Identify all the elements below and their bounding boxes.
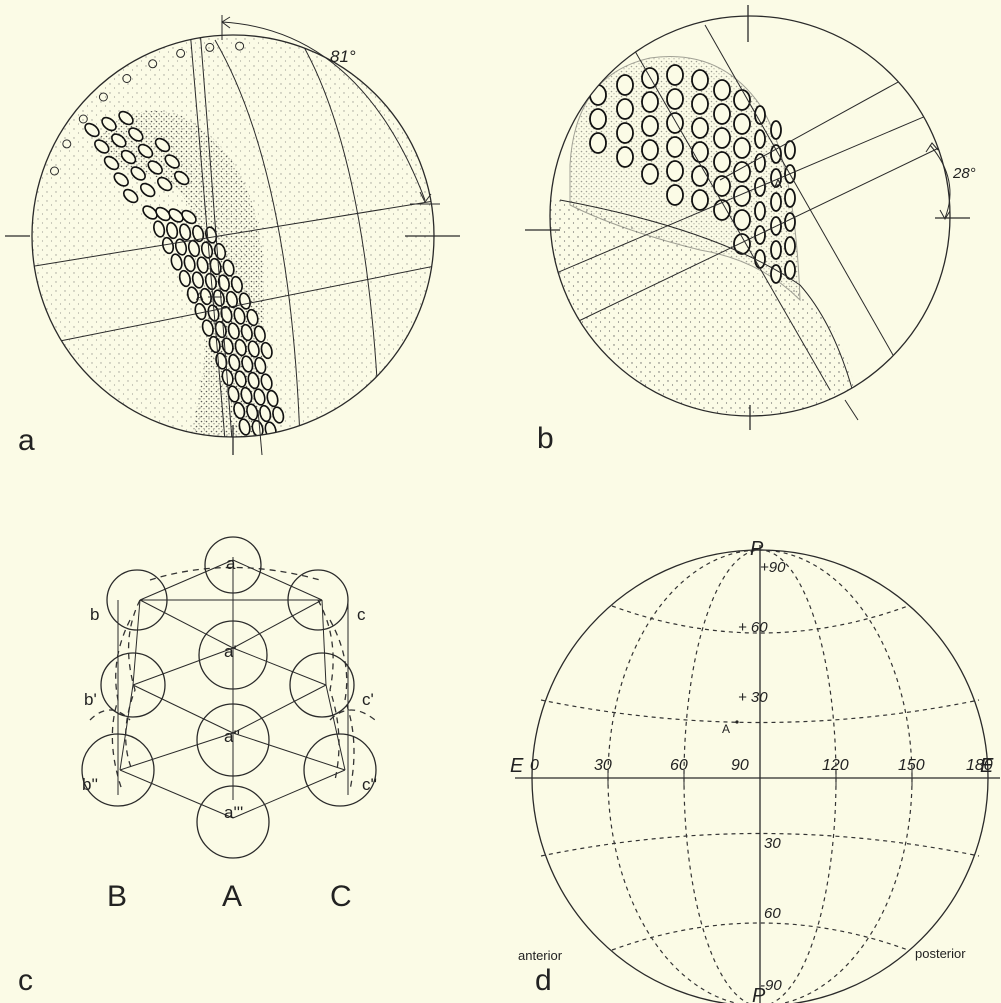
lattice-edge xyxy=(233,770,345,818)
lattice-edge xyxy=(133,685,233,733)
pore xyxy=(714,152,730,172)
point-a-marker xyxy=(735,720,738,723)
pore xyxy=(785,213,795,231)
panel-letter-d: d xyxy=(535,964,552,997)
pore xyxy=(642,116,658,136)
top-value-label: +90 xyxy=(760,559,786,576)
point-label-a: A xyxy=(196,291,204,303)
lattice-edge xyxy=(233,560,322,600)
pore xyxy=(590,133,606,153)
pore xyxy=(617,147,633,167)
row-label-A: A xyxy=(222,880,242,913)
node-b0: b xyxy=(90,605,99,624)
lon-tick-label: 30 xyxy=(594,757,612,774)
pore xyxy=(755,226,765,244)
pore xyxy=(692,94,708,114)
cell-circle xyxy=(290,653,354,717)
panel-letter-b: b xyxy=(537,422,554,455)
panel-a: 81° A a xyxy=(5,15,460,457)
lat-label-plus30: + 30 xyxy=(738,689,768,706)
angle-label-b: 28° xyxy=(952,165,976,182)
pore xyxy=(734,138,750,158)
bottom-value-label: -90 xyxy=(760,977,782,994)
pore xyxy=(755,202,765,220)
lon-tick-label: 150 xyxy=(898,757,925,774)
pore xyxy=(667,65,683,85)
panel-letter-c: c xyxy=(18,964,33,997)
pole-top-label: P xyxy=(750,538,764,560)
lattice-edge xyxy=(233,733,345,770)
node-a0: a xyxy=(226,554,236,573)
node-c0: c xyxy=(357,605,366,624)
lattice-edge xyxy=(120,685,133,770)
lattice-edge xyxy=(133,648,233,685)
lat-label-plus60: + 60 xyxy=(738,619,768,636)
pore xyxy=(667,161,683,181)
pore xyxy=(755,250,765,268)
panel-d: 0306090120150180 P +90 P -90 E E + 60 + … xyxy=(510,538,1000,1003)
pore xyxy=(642,92,658,112)
angle-label-a: 81° xyxy=(330,47,356,66)
lon-tick-label: 60 xyxy=(670,757,688,774)
lon-tick-label: 120 xyxy=(822,757,849,774)
lattice-edge xyxy=(326,685,345,770)
pore xyxy=(692,142,708,162)
lat-label-minus60: 60 xyxy=(764,905,781,922)
node-a2: a'' xyxy=(224,727,240,746)
pore xyxy=(692,70,708,90)
pore xyxy=(590,109,606,129)
pore xyxy=(667,89,683,109)
pore xyxy=(642,140,658,160)
panel-b: 28° A b xyxy=(525,5,976,455)
lattice-edge xyxy=(233,648,326,685)
node-c1: c' xyxy=(362,690,374,709)
pore xyxy=(771,241,781,259)
pore xyxy=(617,75,633,95)
point-label-d: A xyxy=(722,722,730,736)
row-label-B: B xyxy=(107,880,127,913)
node-b2: b'' xyxy=(82,775,98,794)
pore xyxy=(617,123,633,143)
node-c2: c'' xyxy=(362,775,377,794)
pore xyxy=(714,128,730,148)
east-right-label: E xyxy=(980,755,994,777)
lon-tick-label: 90 xyxy=(731,757,749,774)
pore xyxy=(667,185,683,205)
pore xyxy=(667,137,683,157)
lon-tick-label: 0 xyxy=(530,757,539,774)
pore xyxy=(771,121,781,139)
pore xyxy=(771,193,781,211)
node-b1: b' xyxy=(84,690,97,709)
panel-letter-a: a xyxy=(18,424,35,457)
pore xyxy=(692,166,708,186)
point-label-b: A xyxy=(774,177,782,191)
cell-circle xyxy=(304,734,376,806)
pore xyxy=(692,118,708,138)
node-a1: a' xyxy=(224,642,237,661)
pore xyxy=(785,189,795,207)
pore xyxy=(642,164,658,184)
anterior-label: anterior xyxy=(518,948,563,963)
pore xyxy=(590,85,606,105)
lattice-edge xyxy=(120,733,233,770)
row-label-C: C xyxy=(330,880,352,913)
pore xyxy=(714,80,730,100)
pore xyxy=(755,130,765,148)
pore xyxy=(734,114,750,134)
pore xyxy=(692,190,708,210)
posterior-label: posterior xyxy=(915,946,966,961)
pore xyxy=(755,154,765,172)
pore xyxy=(714,104,730,124)
east-left-label: E xyxy=(510,755,524,777)
lat-label-minus30: 30 xyxy=(764,835,781,852)
lattice-edge xyxy=(233,685,326,733)
pore xyxy=(785,237,795,255)
pore xyxy=(617,99,633,119)
node-a3: a''' xyxy=(224,803,243,822)
lattice-edge xyxy=(120,770,233,818)
lattice-edge xyxy=(140,560,233,600)
panel-c: a a' a'' a''' b b' b'' c c' c'' B A C c xyxy=(18,537,377,997)
